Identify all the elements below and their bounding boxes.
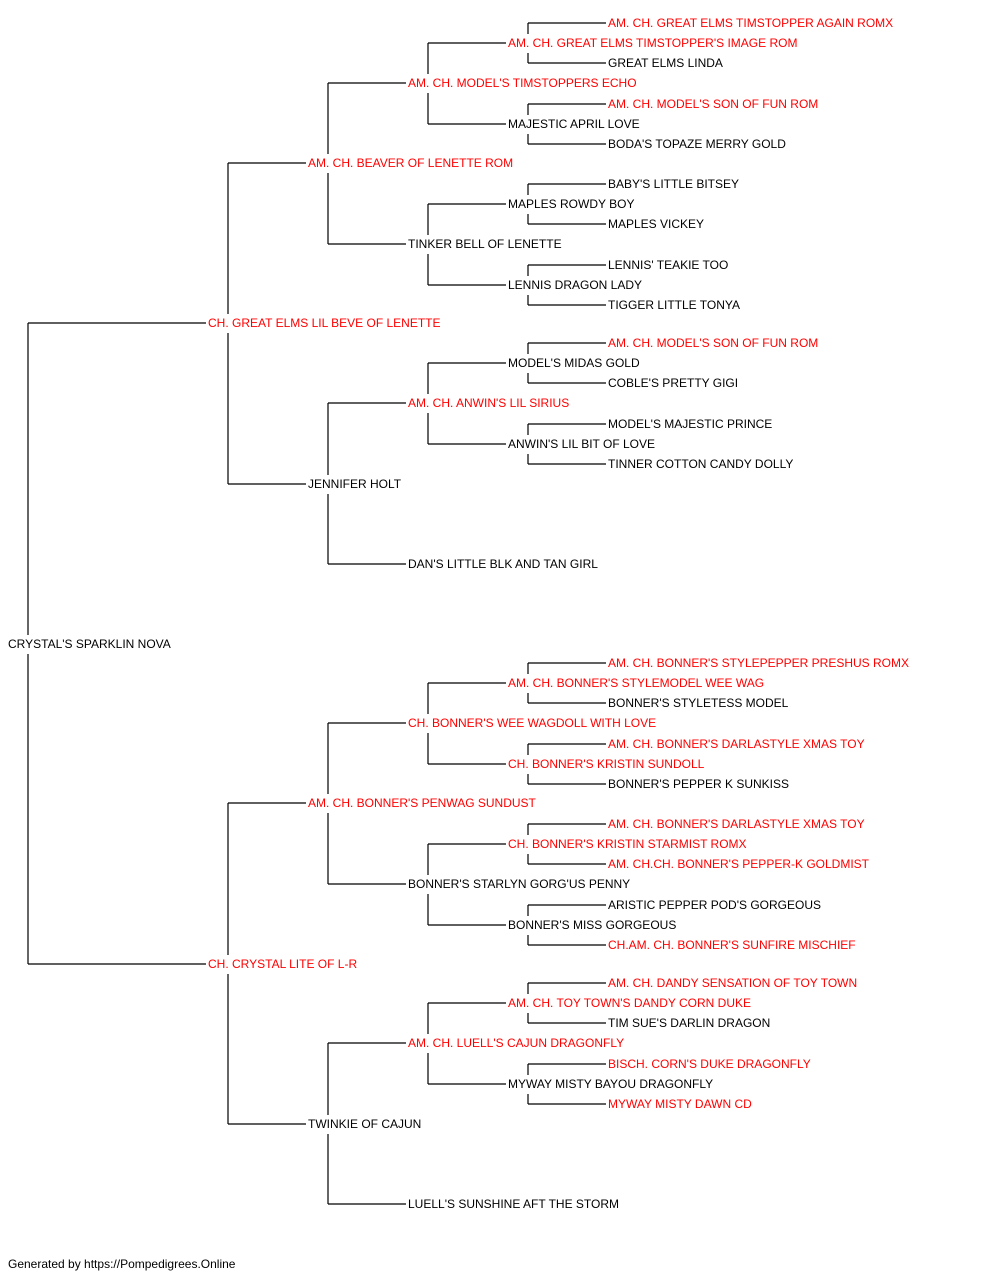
dog-name-gen5: AM. CH. MODEL'S SON OF FUN ROM (608, 97, 819, 111)
dog-name-gen5: MODEL'S MAJESTIC PRINCE (608, 417, 773, 431)
dog-name-gen4: MAPLES ROWDY BOY (508, 197, 635, 211)
dog-name-gen4: LENNIS DRAGON LADY (508, 278, 643, 292)
dog-name-gen5: TIM SUE'S DARLIN DRAGON (608, 1016, 771, 1030)
dog-name-gen1: CH. GREAT ELMS LIL BEVE OF LENETTE (208, 316, 441, 330)
dog-name-gen3: AM. CH. ANWIN'S LIL SIRIUS (408, 396, 570, 410)
dog-name-gen3: LUELL'S SUNSHINE AFT THE STORM (408, 1197, 620, 1211)
dog-name-gen5: BODA'S TOPAZE MERRY GOLD (608, 137, 786, 151)
dog-name-gen2: AM. CH. BEAVER OF LENETTE ROM (308, 156, 514, 170)
dog-name-gen4: CH. BONNER'S KRISTIN SUNDOLL (508, 757, 705, 771)
dog-name-gen2: TWINKIE OF CAJUN (308, 1117, 422, 1131)
dog-name-gen5: CH.AM. CH. BONNER'S SUNFIRE MISCHIEF (608, 938, 856, 952)
dog-name-gen5: COBLE'S PRETTY GIGI (608, 376, 739, 390)
dog-name-gen3: BONNER'S STARLYN GORG'US PENNY (408, 877, 631, 891)
dog-name-gen4: AM. CH. BONNER'S STYLEMODEL WEE WAG (508, 676, 765, 690)
dog-name-gen3: AM. CH. MODEL'S TIMSTOPPERS ECHO (408, 76, 637, 90)
dog-name-gen2: JENNIFER HOLT (308, 477, 402, 491)
dog-name-gen4: BONNER'S MISS GORGEOUS (508, 918, 677, 932)
dog-name-gen4: CH. BONNER'S KRISTIN STARMIST ROMX (508, 837, 747, 851)
dog-name-gen5: AM. CH. MODEL'S SON OF FUN ROM (608, 336, 819, 350)
dog-name-gen5: ARISTIC PEPPER POD'S GORGEOUS (608, 898, 821, 912)
dog-name-gen5: AM. CH. GREAT ELMS TIMSTOPPER AGAIN ROMX (608, 16, 894, 30)
dog-name-gen4: AM. CH. TOY TOWN'S DANDY CORN DUKE (508, 996, 751, 1010)
dog-name-gen4: AM. CH. GREAT ELMS TIMSTOPPER'S IMAGE RO… (508, 36, 798, 50)
dog-name-gen5: TINNER COTTON CANDY DOLLY (608, 457, 794, 471)
dog-name-gen4: MYWAY MISTY BAYOU DRAGONFLY (508, 1077, 714, 1091)
dog-name-gen5: MYWAY MISTY DAWN CD (608, 1097, 752, 1111)
dog-name-gen5: BABY'S LITTLE BITSEY (608, 177, 740, 191)
dog-name-gen5: AM. CH. BONNER'S DARLASTYLE XMAS TOY (608, 817, 865, 831)
dog-name-gen5: GREAT ELMS LINDA (608, 56, 723, 70)
dog-name-gen5: AM. CH. BONNER'S DARLASTYLE XMAS TOY (608, 737, 865, 751)
dog-name-gen4: MODEL'S MIDAS GOLD (508, 356, 640, 370)
dog-name-gen5: BONNER'S PEPPER K SUNKISS (608, 777, 790, 791)
dog-name-gen2: AM. CH. BONNER'S PENWAG SUNDUST (308, 796, 536, 810)
dog-name-gen5: AM. CH.CH. BONNER'S PEPPER-K GOLDMIST (608, 857, 869, 871)
generated-by-credit: Generated by https://Pompedigrees.Online (8, 1257, 236, 1271)
dog-name-gen1: CH. CRYSTAL LITE OF L-R (208, 957, 358, 971)
dog-name-gen0: CRYSTAL'S SPARKLIN NOVA (8, 637, 171, 651)
dog-name-gen5: BISCH. CORN'S DUKE DRAGONFLY (608, 1057, 811, 1071)
dog-name-gen3: AM. CH. LUELL'S CAJUN DRAGONFLY (408, 1036, 625, 1050)
dog-name-gen5: BONNER'S STYLETESS MODEL (608, 696, 789, 710)
dog-name-gen5: LENNIS' TEAKIE TOO (608, 258, 729, 272)
dog-name-gen5: AM. CH. BONNER'S STYLEPEPPER PRESHUS ROM… (608, 656, 910, 670)
dog-name-gen3: CH. BONNER'S WEE WAGDOLL WITH LOVE (408, 716, 657, 730)
dog-name-gen4: MAJESTIC APRIL LOVE (508, 117, 640, 131)
dog-name-gen5: MAPLES VICKEY (608, 217, 705, 231)
dog-name-gen5: AM. CH. DANDY SENSATION OF TOY TOWN (608, 976, 858, 990)
dog-name-gen3: TINKER BELL OF LENETTE (408, 237, 562, 251)
dog-name-gen3: DAN'S LITTLE BLK AND TAN GIRL (408, 557, 598, 571)
dog-name-gen4: ANWIN'S LIL BIT OF LOVE (508, 437, 655, 451)
dog-name-gen5: TIGGER LITTLE TONYA (608, 298, 741, 312)
